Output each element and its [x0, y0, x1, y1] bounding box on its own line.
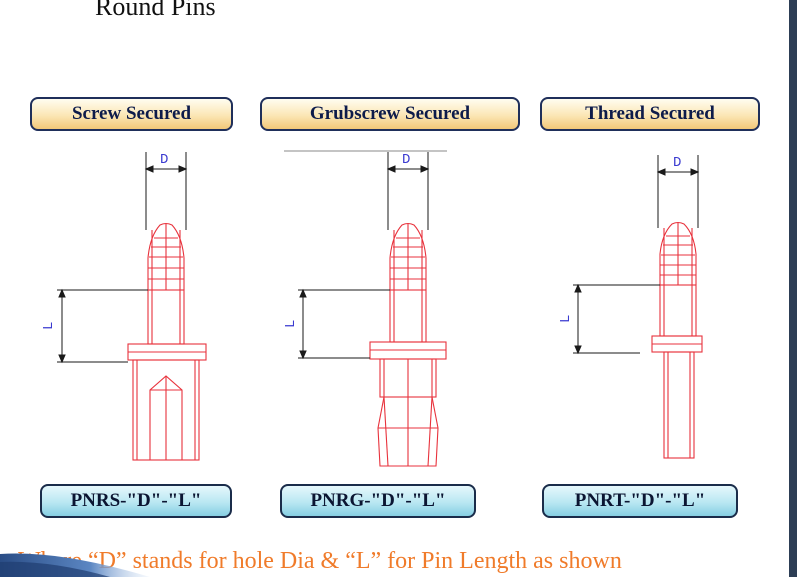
- dim-label-d-2: D: [402, 152, 410, 168]
- dim-label-d-1: D: [160, 152, 168, 168]
- dim-label-l-1: L: [41, 322, 57, 330]
- dim-label-l-3: L: [558, 315, 574, 323]
- code-tag-pnrg: PNRG-"D"-"L": [280, 484, 476, 518]
- dim-label-l-2: L: [283, 320, 299, 328]
- pin-grubscrew-secured: [369, 222, 447, 467]
- dimension-l-2: [298, 288, 390, 360]
- header-tag-thread-secured: Thread Secured: [540, 97, 760, 131]
- pin-thread-secured: [651, 221, 703, 459]
- slide-edge-bar: [789, 0, 797, 577]
- footer-swoosh-graphic: [0, 553, 150, 577]
- pin-screw-secured: [127, 222, 207, 461]
- dimension-d-3: [656, 155, 700, 228]
- dim-label-d-3: D: [673, 155, 681, 171]
- header-tag-grubscrew-secured: Grubscrew Secured: [260, 97, 520, 131]
- code-tag-pnrt: PNRT-"D"-"L": [542, 484, 738, 518]
- dimension-d-2: [386, 152, 430, 230]
- code-tag-pnrs: PNRS-"D"-"L": [40, 484, 232, 518]
- header-tag-screw-secured: Screw Secured: [30, 97, 233, 131]
- dimension-l-1: [57, 288, 148, 364]
- footer: Where “D” stands for hole Dia & “L” for …: [0, 548, 789, 577]
- dimension-l-3: [573, 283, 660, 355]
- page-title: Round Pins: [95, 0, 216, 21]
- pin-drawings: D D D L L L: [41, 150, 703, 467]
- dimension-d-1: [144, 152, 188, 230]
